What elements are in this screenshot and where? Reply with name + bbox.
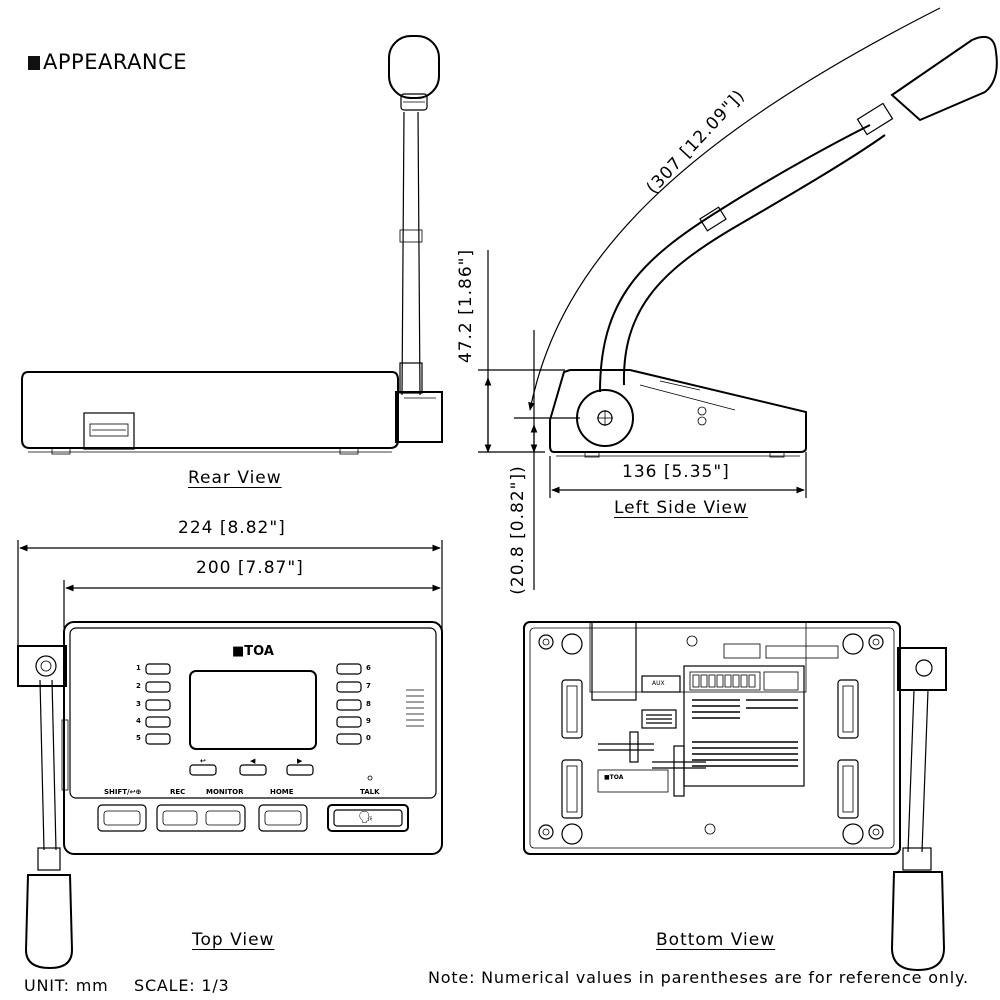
bottom-brand-label: ■TOA: [604, 774, 624, 781]
side-view-caption: Left Side View: [614, 498, 748, 518]
rear-connector: [83, 412, 135, 450]
bottom-brand-text: TOA: [609, 774, 624, 781]
key-label-6: 6: [366, 664, 371, 672]
talk-button-label: TALK: [360, 788, 380, 796]
unit-label: UNIT: mm: [24, 976, 109, 995]
side-body: [549, 369, 807, 453]
top-view-caption: Top View: [192, 930, 275, 950]
bottom-view-caption: Bottom View: [656, 930, 776, 950]
top-view-drawing: [17, 621, 443, 970]
reference-note: Note: Numerical values in parentheses ar…: [428, 968, 969, 987]
aux-port: [641, 675, 681, 693]
rear-mic-head: [388, 35, 440, 99]
key-label-1: 1: [136, 664, 141, 672]
side-mic-head: [890, 36, 998, 122]
top-display: [189, 670, 317, 750]
top-body: [63, 621, 443, 855]
aux-port-label: AUX: [652, 680, 665, 687]
talk-key-outline: [327, 804, 409, 832]
right-arrow-icon: ▶: [297, 757, 303, 765]
foot-height-dimension: (20.8 [0.82"]): [508, 465, 528, 595]
title-square-bullet: [28, 56, 40, 70]
left-arrow-icon: ◀: [250, 757, 256, 765]
key-label-8: 8: [366, 700, 371, 708]
title-text: APPEARANCE: [43, 50, 188, 74]
bottom-view-drawing: [523, 621, 947, 972]
overall-width-dimension: 224 [8.82"]: [178, 518, 286, 538]
rear-view-caption: Rear View: [188, 468, 282, 488]
monitor-button-label: MONITOR: [206, 788, 244, 796]
home-button-label: HOME: [270, 788, 294, 796]
top-brand-logo: ■TOA: [232, 644, 274, 659]
key-label-2: 2: [136, 682, 141, 690]
key-label-9: 9: [366, 717, 371, 725]
body-width-dimension: 200 [7.87"]: [196, 558, 304, 578]
key-label-3: 3: [136, 700, 141, 708]
side-gooseneck: [599, 124, 871, 393]
height-dimension: 47.2 [1.86"]: [456, 248, 476, 364]
rear-view-drawing: [21, 35, 443, 455]
section-title: APPEARANCE: [28, 50, 187, 74]
key-label-5: 5: [136, 734, 141, 742]
bottom-label-plate: [683, 665, 805, 787]
rec-button-label: REC: [170, 788, 186, 796]
rear-body: [21, 371, 399, 449]
talk-person-icon: 🗣: [358, 810, 374, 824]
side-view-drawing: [478, 7, 998, 590]
key-label-7: 7: [366, 682, 371, 690]
scale-label: SCALE: 1/3: [134, 976, 230, 995]
key-label-0: 0: [366, 734, 371, 742]
shift-button-label: SHIFT/↩⊕: [104, 788, 142, 796]
key-label-4: 4: [136, 717, 141, 725]
depth-dimension: 136 [5.35"]: [622, 462, 730, 482]
top-mic-head: [24, 874, 74, 970]
back-key-icon: ↩: [200, 757, 206, 765]
top-view-dimensions: [17, 540, 443, 655]
bottom-mic-head: [890, 871, 946, 972]
top-brand-text: TOA: [244, 644, 274, 659]
